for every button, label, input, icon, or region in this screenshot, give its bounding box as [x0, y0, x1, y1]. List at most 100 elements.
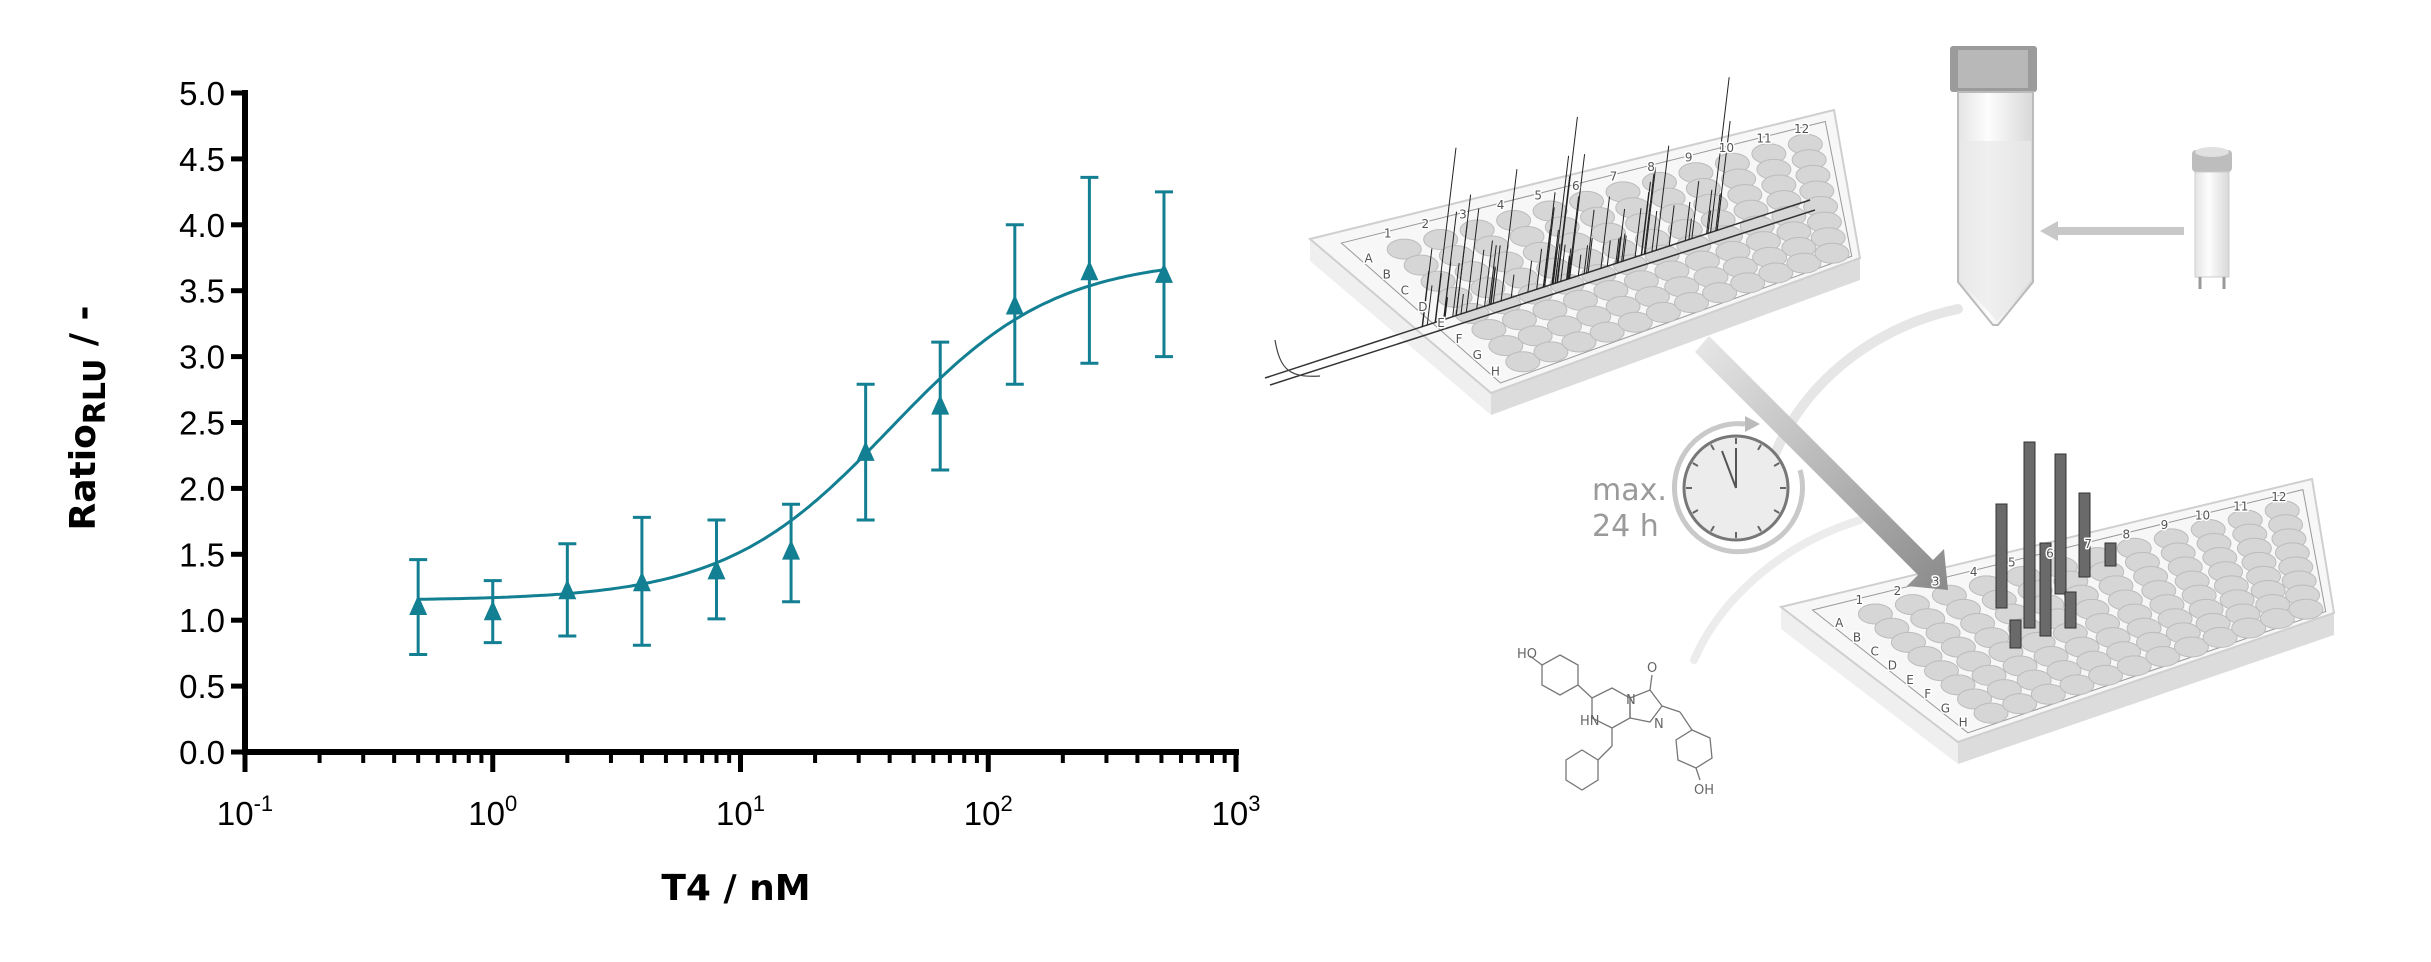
plate-well — [1505, 351, 1541, 373]
plate-side — [1781, 607, 1958, 764]
y-tick-label: 0.5 — [179, 668, 225, 705]
chromatogram-peak — [1455, 194, 1472, 316]
plate-column-label: 6 — [1572, 179, 1580, 193]
chromatogram-peak — [1492, 245, 1501, 304]
plate-column-label: 11 — [1756, 131, 1771, 145]
process-arrow — [1695, 336, 1948, 590]
chromatogram-peak — [1460, 294, 1464, 315]
plate-well — [1532, 299, 1568, 321]
chromatogram-peak — [1585, 209, 1595, 274]
chromatogram-peak — [1565, 255, 1570, 280]
data-point — [707, 559, 726, 580]
plate-column-label: 7 — [1610, 169, 1618, 183]
chromatogram-peak — [1452, 263, 1460, 317]
plate-well — [1423, 229, 1459, 251]
plate-well — [1501, 309, 1537, 331]
plate-well — [2259, 608, 2295, 630]
x-tick-label: 100 — [468, 791, 517, 832]
plate-column-label: 5 — [2008, 556, 2016, 570]
result-bar — [2023, 441, 2036, 629]
chromatogram-peak — [1622, 235, 1627, 262]
plate-column-label: 10 — [2195, 509, 2210, 523]
chromatogram-peak — [1707, 210, 1712, 234]
chromatogram-peak — [1488, 245, 1497, 306]
plate-well — [1533, 341, 1569, 363]
clock-tick — [1773, 462, 1780, 467]
chromatogram-peak — [1615, 238, 1620, 264]
plate-well — [2231, 617, 2267, 639]
plate-well — [2202, 627, 2238, 649]
chromatogram-peak — [1476, 249, 1485, 310]
data-point — [409, 595, 428, 616]
microplate-before — [1264, 77, 1862, 415]
chromatogram-peak — [1617, 208, 1626, 263]
data-point — [1154, 262, 1173, 283]
plate-row-label: D — [1418, 300, 1427, 314]
data-marks — [409, 175, 1173, 656]
y-tick-label: 2.0 — [179, 470, 225, 507]
y-tick-label: 4.5 — [179, 141, 225, 178]
result-bar — [2039, 542, 2052, 637]
plate-well — [1702, 282, 1738, 304]
result-bar — [2054, 453, 2067, 595]
chromatogram-peak — [1621, 233, 1626, 262]
plate-row-label: B — [1853, 630, 1861, 644]
plate-well — [1546, 315, 1582, 337]
chromatogram-peak — [1556, 175, 1571, 283]
plate-column-label: 12 — [1794, 122, 1809, 136]
chromatogram-axis — [1264, 199, 1811, 379]
chromatogram-peak — [1567, 256, 1572, 280]
y-axis-title-unit: / - — [63, 306, 104, 359]
y-tick-label: 2.5 — [179, 405, 225, 442]
atom-n1: N — [1626, 693, 1636, 708]
chromatogram-peak — [1569, 154, 1586, 279]
data-point — [856, 440, 875, 461]
y-tick-label: 3.5 — [179, 273, 225, 310]
result-bar — [1995, 503, 2008, 609]
y-tick-label: 3.0 — [179, 339, 225, 376]
chromatogram-baseline — [1269, 209, 1816, 386]
plate-well — [1561, 331, 1597, 353]
plate-well — [1517, 325, 1553, 347]
chromatogram-peak — [1500, 169, 1518, 302]
chromatogram-peak — [1706, 189, 1713, 235]
plate-well — [1973, 702, 2009, 724]
plate-well — [1471, 319, 1507, 341]
transfer-arrow — [2040, 221, 2184, 241]
x-tick-label: 102 — [964, 791, 1013, 832]
chromatogram-peak — [1577, 254, 1582, 276]
atom-n2: N — [1654, 717, 1664, 732]
plate-side — [1310, 239, 1491, 415]
cryovial-icon — [2192, 147, 2232, 289]
clock-text-max: max. — [1592, 473, 1667, 508]
y-tick-label: 4.0 — [179, 207, 225, 244]
coelenterazine-structure — [1529, 654, 1713, 791]
plate-row-label: H — [1959, 715, 1968, 729]
plate-row-label: E — [1437, 316, 1445, 330]
chromatogram-peak — [1490, 267, 1496, 305]
chromatogram-peak — [1655, 145, 1670, 251]
falcon-tube-icon — [1950, 46, 2037, 326]
chromatogram-peak — [1443, 262, 1452, 320]
plate-well — [2059, 674, 2095, 696]
plate-column-label: 3 — [1932, 574, 1940, 588]
data-point — [931, 394, 950, 415]
plate-row-label: B — [1383, 268, 1391, 282]
chromatogram-peak — [1435, 273, 1442, 323]
chromatogram-peak — [1587, 238, 1593, 273]
chromatogram-trace — [1274, 339, 1321, 377]
x-tick-label: 10-1 — [217, 791, 273, 832]
guide-arc — [1690, 516, 1864, 664]
chromatogram-peak — [1551, 251, 1557, 285]
y-axis-title-sub: RLU — [78, 359, 113, 425]
clock-tick — [1757, 525, 1762, 532]
clock-icon — [1671, 416, 1805, 555]
assay-illustration: max. 24 h HO O N HN N OH — [1264, 46, 2336, 798]
plate-well — [2145, 645, 2181, 667]
chromatogram-peak — [1668, 205, 1675, 247]
plate-border — [1340, 120, 1853, 384]
clock-tick — [1773, 509, 1780, 514]
chromatogram-peak — [1684, 202, 1691, 242]
microplate-after — [1778, 441, 2336, 764]
